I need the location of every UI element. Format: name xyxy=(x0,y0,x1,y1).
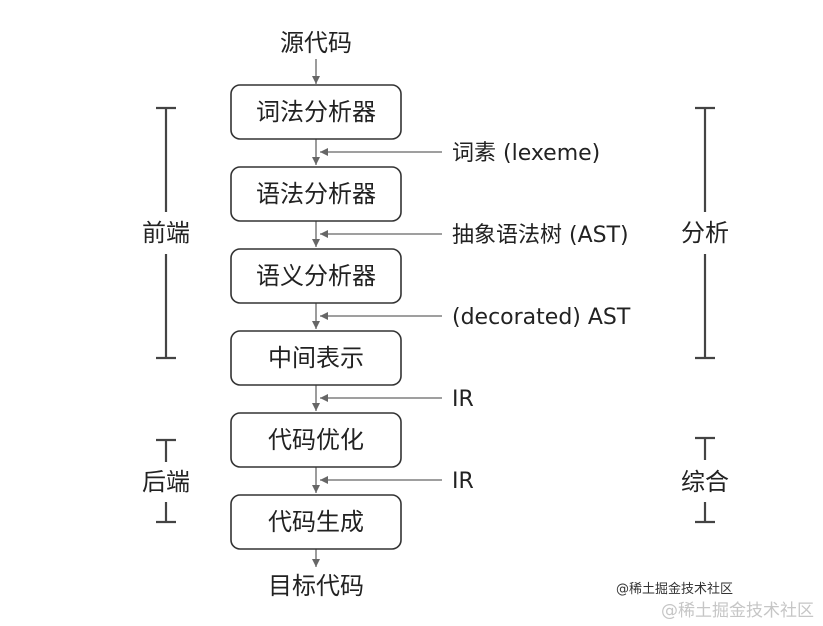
backend-label: 后端 xyxy=(142,468,190,496)
synthesis-label: 综合 xyxy=(681,468,729,496)
edge-label-ast: 抽象语法树 (AST) xyxy=(452,223,629,248)
stage-code-optimization: 代码优化 xyxy=(230,412,402,468)
stage-parser: 语法分析器 xyxy=(230,166,402,222)
source-code-label: 源代码 xyxy=(280,29,352,57)
edge-label-ir-1: IR xyxy=(452,387,474,412)
watermark-small: @稀土掘金技术社区 xyxy=(616,581,733,597)
analysis-label: 分析 xyxy=(681,219,729,247)
edge-label-lexeme: 词素 (lexeme) xyxy=(452,141,600,166)
edge-label-decorated-ast: (decorated) AST xyxy=(452,305,631,330)
stage-parser-label: 语法分析器 xyxy=(256,180,376,208)
stage-intermediate-representation-label: 中间表示 xyxy=(268,344,364,372)
stage-code-generation: 代码生成 xyxy=(230,494,402,550)
stage-lexer: 词法分析器 xyxy=(230,84,402,140)
analysis-bracket xyxy=(695,106,715,360)
stage-code-generation-label: 代码生成 xyxy=(268,508,364,536)
stage-intermediate-representation: 中间表示 xyxy=(230,330,402,386)
frontend-bracket xyxy=(156,106,176,360)
synthesis-bracket xyxy=(695,436,715,524)
edge-label-ir-2: IR xyxy=(452,469,474,494)
backend-bracket xyxy=(156,438,176,524)
stage-lexer-label: 词法分析器 xyxy=(256,98,376,126)
stage-semantic-analyzer: 语义分析器 xyxy=(230,248,402,304)
target-code-label: 目标代码 xyxy=(268,572,364,600)
stage-code-optimization-label: 代码优化 xyxy=(268,426,364,454)
stage-semantic-analyzer-label: 语义分析器 xyxy=(256,262,376,290)
watermark-large: @稀土掘金技术社区 xyxy=(661,601,814,621)
frontend-label: 前端 xyxy=(142,219,190,247)
